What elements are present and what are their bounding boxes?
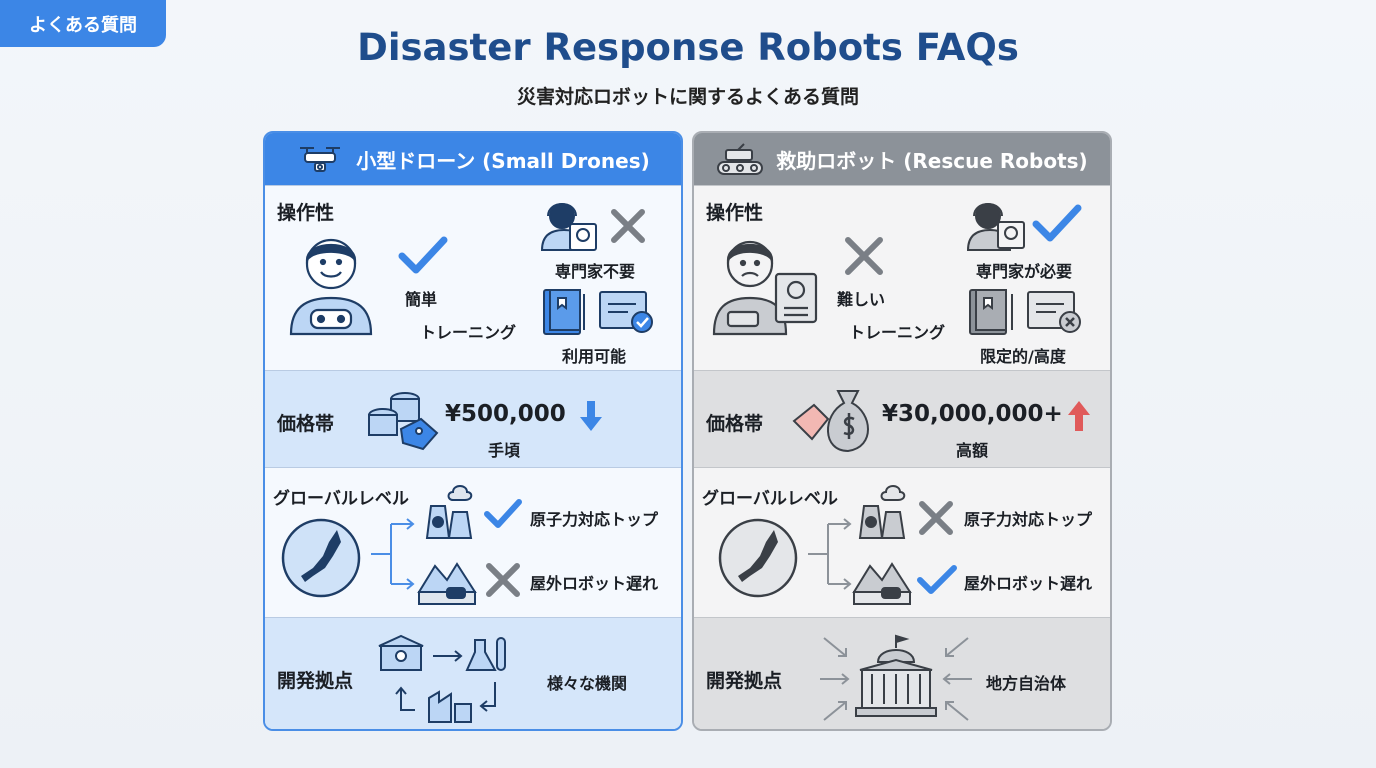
dev-note: 様々な機関 <box>547 674 628 693</box>
money-bag-icon <box>792 390 869 453</box>
page-title: Disaster Response Robots FAQs <box>357 26 1019 69</box>
drones-header: 小型ドローン (Small Drones) <box>265 133 681 185</box>
tracked-robot-icon <box>717 143 764 175</box>
check-icon <box>398 236 448 274</box>
operability-available: 利用可能 <box>562 347 627 366</box>
price-amount: ¥500,000 <box>445 401 566 427</box>
rescue-global-row: グローバルレベル 原子力対応トップ <box>694 467 1110 617</box>
person-with-controller-icon <box>289 238 373 336</box>
rescue-header-label: 救助ロボット (Rescue Robots) <box>776 148 1088 173</box>
rescue-header: 救助ロボット (Rescue Robots) <box>694 133 1110 185</box>
operability-expert: 専門家が必要 <box>976 262 1073 281</box>
arrow-up-icon <box>1068 401 1090 431</box>
branch-arrows-icon <box>808 518 852 590</box>
arrow-down-icon <box>580 401 602 431</box>
global-label: グローバルレベル <box>702 489 838 509</box>
certificate-cross-icon <box>1027 291 1081 333</box>
dev-note: 地方自治体 <box>986 674 1067 693</box>
operability-label: 操作性 <box>706 202 764 224</box>
drones-panel: 小型ドローン (Small Drones) 操作性 簡単 トレーニング <box>263 131 683 731</box>
nuclear-plant-icon <box>858 485 906 539</box>
price-amount: ¥30,000,000+ <box>882 401 1063 427</box>
operability-training: トレーニング <box>849 323 946 342</box>
manual-book-icon <box>543 289 585 335</box>
rescue-price-row: 価格帯 ¥30,000,000+ 高額 <box>694 370 1110 467</box>
outdoor-terrain-icon <box>417 562 477 605</box>
drones-dev-row: 開発拠点 様々な機関 <box>265 617 681 729</box>
operability-easy: 簡単 <box>405 290 438 309</box>
operability-hard: 難しい <box>837 290 886 309</box>
global-nuclear: 原子力対応トップ <box>964 510 1093 529</box>
operator-headset-icon <box>966 203 1025 251</box>
frustrated-operator-icon <box>712 240 818 336</box>
check-icon <box>917 565 957 594</box>
operator-headset-icon <box>540 203 597 251</box>
check-icon <box>484 499 522 528</box>
institutions-cycle-icon <box>378 634 506 723</box>
rescue-operability-row: 操作性 難しい トレーニング <box>694 185 1110 370</box>
rescue-panel: 救助ロボット (Rescue Robots) 操作性 難しい トレーニング <box>692 131 1112 731</box>
operability-limited: 限定的/高度 <box>980 347 1066 366</box>
operability-training: トレーニング <box>420 323 517 342</box>
dev-label: 開発拠点 <box>706 670 783 692</box>
government-building-icon <box>820 634 972 721</box>
global-nuclear: 原子力対応トップ <box>530 510 659 529</box>
drones-price-row: 価格帯 ¥500,000 手頃 <box>265 370 681 467</box>
certificate-check-icon <box>599 291 653 333</box>
outdoor-terrain-icon <box>852 562 912 605</box>
branch-arrows-icon <box>371 518 415 590</box>
cross-icon <box>611 209 645 243</box>
operability-expert: 専門家不要 <box>555 262 636 281</box>
japan-globe-icon <box>718 518 798 598</box>
operability-label: 操作性 <box>277 202 335 224</box>
rescue-dev-row: 開発拠点 地方自治体 <box>694 617 1110 729</box>
cross-icon <box>845 237 883 275</box>
global-outdoor: 屋外ロボット遅れ <box>964 574 1093 593</box>
manual-book-icon <box>969 289 1013 335</box>
coins-tag-icon <box>368 392 439 451</box>
global-outdoor: 屋外ロボット遅れ <box>530 574 659 593</box>
cross-icon <box>919 501 953 535</box>
price-label: 価格帯 <box>706 413 764 435</box>
price-note: 手頃 <box>488 441 521 460</box>
nuclear-plant-icon <box>425 485 473 539</box>
faq-badge: よくある質問 <box>0 0 166 47</box>
check-icon <box>1032 204 1082 242</box>
drones-global-row: グローバルレベル 原子力対応トップ <box>265 467 681 617</box>
dev-label: 開発拠点 <box>277 670 354 692</box>
japan-globe-icon <box>281 518 361 598</box>
page-subtitle: 災害対応ロボットに関するよくある質問 <box>516 86 859 108</box>
drones-header-label: 小型ドローン (Small Drones) <box>356 148 650 173</box>
global-label: グローバルレベル <box>273 489 409 509</box>
cross-icon <box>486 563 520 597</box>
drones-operability-row: 操作性 簡単 トレーニング <box>265 185 681 370</box>
price-label: 価格帯 <box>277 413 335 435</box>
drone-icon <box>300 147 341 172</box>
price-note: 高額 <box>956 441 989 460</box>
